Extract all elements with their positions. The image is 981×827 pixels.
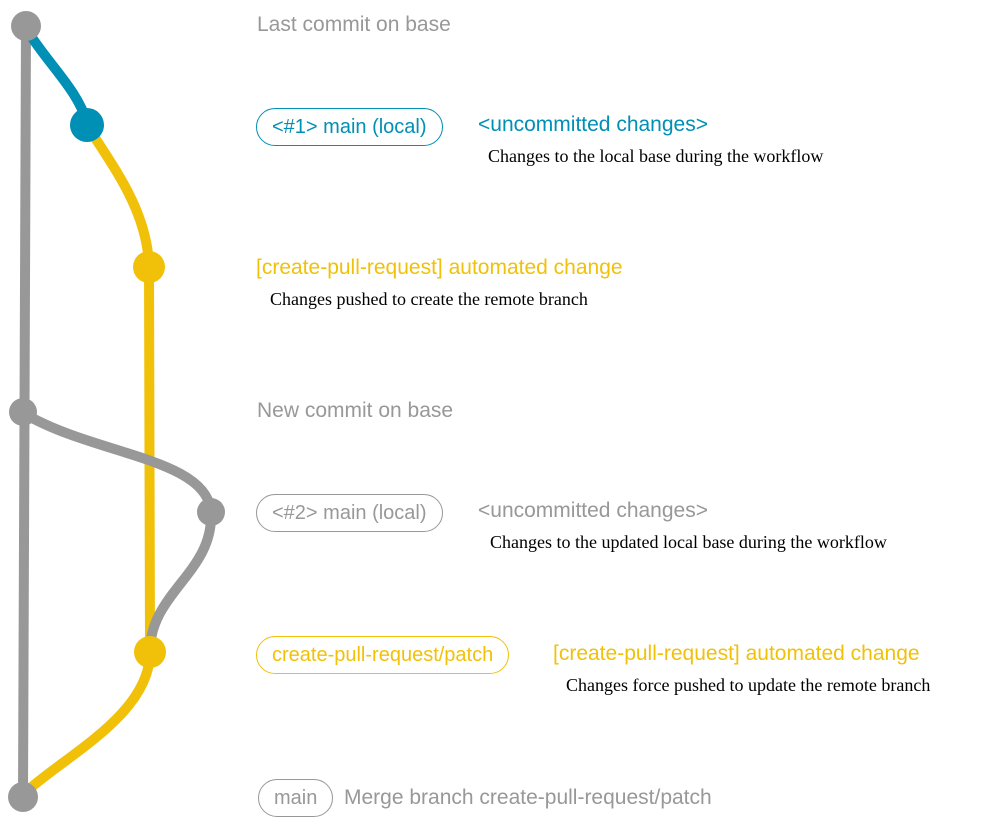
commit-node-local-1 (70, 108, 104, 142)
commit-message-uncommitted-1: <uncommitted changes> (478, 113, 708, 136)
caption-pushed-create-branch: Changes pushed to create the remote bran… (270, 289, 588, 309)
branch-badge-main-local-2: <#2> main (local) (256, 494, 443, 532)
commit-node-merge (8, 782, 38, 812)
caption-local-base-changes: Changes to the local base during the wor… (488, 146, 824, 166)
caption-updated-local-base-changes: Changes to the updated local base during… (490, 532, 887, 552)
commit-node-patch-1 (133, 251, 165, 283)
commit-message-automated-1: [create-pull-request] automated change (256, 256, 623, 279)
commit-message-automated-2: [create-pull-request] automated change (553, 642, 920, 665)
commit-message-new-base: New commit on base (257, 399, 454, 422)
commit-message-last-base: Last commit on base (257, 13, 451, 36)
caption-force-pushed-update-branch: Changes force pushed to update the remot… (566, 675, 931, 695)
commit-node-local-2 (197, 498, 225, 526)
branch-badge-main-local-1: <#1> main (local) (256, 108, 443, 146)
commit-node-last-base (11, 11, 41, 41)
branch-badge-patch: create-pull-request/patch (256, 636, 510, 674)
commit-node-patch-2 (134, 636, 166, 668)
commit-message-uncommitted-2: <uncommitted changes> (478, 499, 708, 522)
commit-message-merge: Merge branch create-pull-request/patch (344, 786, 712, 809)
commit-node-new-base (9, 398, 37, 426)
branch-badge-main: main (258, 779, 334, 817)
updated-local-branch-line (20, 409, 217, 655)
local-branch-line (22, 25, 92, 128)
